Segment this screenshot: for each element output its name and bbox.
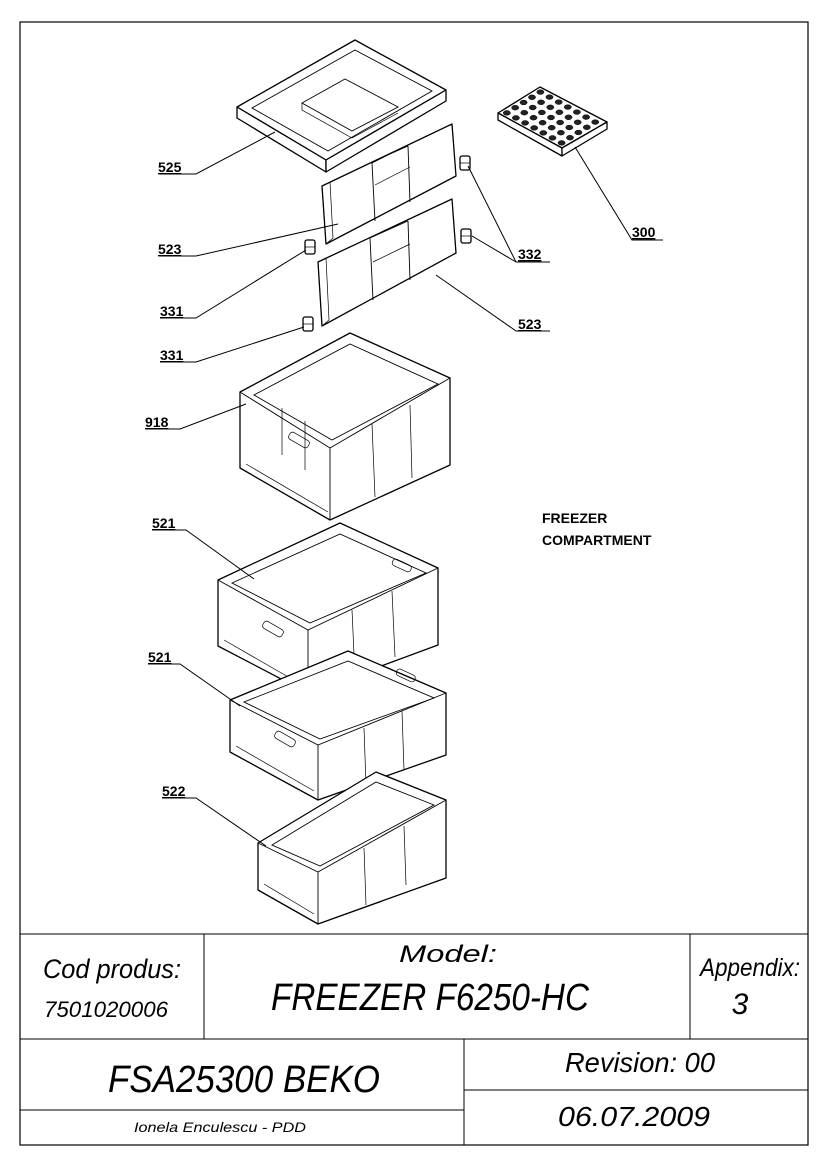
- drawing-border: [19, 21, 809, 1146]
- part-332-clip-lower: [460, 228, 472, 244]
- cod-produs-value: 7501020006: [44, 997, 169, 1022]
- part-521-lower-drawer: [229, 650, 447, 801]
- ice-cell: [563, 104, 572, 110]
- label-332: 332: [518, 246, 542, 262]
- part-300-ice-tray: [497, 86, 608, 157]
- part-labels: 525 523 331 331 918 521 521 522 300 332 …: [145, 159, 656, 799]
- ice-cell: [554, 99, 563, 105]
- compartment-note-line2: COMPARTMENT: [542, 532, 652, 548]
- ice-cell: [547, 114, 555, 121]
- ice-cell: [528, 104, 537, 111]
- part-523-lower-panel: [317, 198, 457, 327]
- ice-cell: [511, 105, 520, 111]
- leader-lines: [147, 131, 663, 847]
- author: Ionela Enculescu - PDD: [134, 1119, 306, 1135]
- ice-cell: [529, 115, 538, 121]
- part-523-upper-panel: [321, 123, 457, 245]
- part-331-clip-lower: [302, 316, 314, 332]
- cod-produs-label: Cod produs:: [43, 954, 181, 984]
- ice-cell: [557, 140, 566, 146]
- compartment-note-line1: FREEZER: [542, 510, 607, 526]
- label-521-upper: 521: [152, 515, 176, 531]
- ice-cell: [528, 94, 536, 100]
- ice-cell: [582, 124, 591, 130]
- date: 06.07.2009: [558, 1101, 710, 1132]
- ice-cell: [548, 135, 557, 141]
- appendix-value: 3: [732, 988, 749, 1021]
- part-918-large-drawer: [239, 332, 451, 521]
- ice-cell: [538, 120, 547, 126]
- ice-cell: [574, 129, 583, 136]
- label-522: 522: [162, 783, 186, 799]
- ice-cell: [539, 130, 548, 136]
- ice-cell: [557, 130, 565, 136]
- ice-cell: [537, 99, 545, 105]
- label-918: 918: [145, 414, 169, 430]
- ice-cell: [547, 125, 556, 131]
- revision: Revision: 00: [565, 1047, 715, 1078]
- part-331-clip-upper: [304, 239, 316, 255]
- title-block: Cod produs: 7501020006 Model: FREEZER F6…: [20, 933, 808, 1145]
- ice-cell: [591, 119, 600, 125]
- ice-cell: [512, 115, 520, 121]
- part-521-upper-drawer: [217, 522, 439, 694]
- ice-cell: [573, 109, 581, 115]
- ice-cell: [564, 114, 573, 120]
- ice-cell: [502, 110, 511, 116]
- ice-cell: [520, 110, 529, 116]
- ice-cell: [519, 99, 528, 106]
- ice-cell: [538, 109, 546, 116]
- label-331-lower: 331: [160, 347, 184, 363]
- ice-cell: [573, 119, 582, 125]
- ice-cell: [556, 119, 564, 126]
- ice-cell: [555, 109, 564, 115]
- ice-cell: [582, 114, 590, 120]
- part-332-clip-upper: [459, 155, 471, 171]
- model-label: Model:: [399, 941, 497, 968]
- ice-cell: [545, 94, 554, 100]
- ice-cell: [565, 124, 574, 131]
- appendix-label: Appendix:: [698, 954, 800, 982]
- label-525: 525: [158, 159, 182, 175]
- part-525-cover: [236, 39, 447, 173]
- ice-cell: [566, 135, 574, 141]
- product-name: FSA25300 BEKO: [108, 1059, 380, 1101]
- label-300: 300: [632, 224, 656, 240]
- label-523-upper: 523: [158, 241, 182, 257]
- ice-cell: [530, 125, 539, 131]
- label-521-lower: 521: [148, 649, 172, 665]
- part-522-bottom-drawer: [257, 771, 447, 925]
- model-value: FREEZER F6250-HC: [271, 977, 589, 1019]
- ice-cell: [546, 104, 555, 110]
- ice-cell: [521, 120, 529, 126]
- ice-cell: [536, 89, 545, 95]
- label-523-lower: 523: [518, 316, 542, 332]
- label-331-upper: 331: [160, 303, 184, 319]
